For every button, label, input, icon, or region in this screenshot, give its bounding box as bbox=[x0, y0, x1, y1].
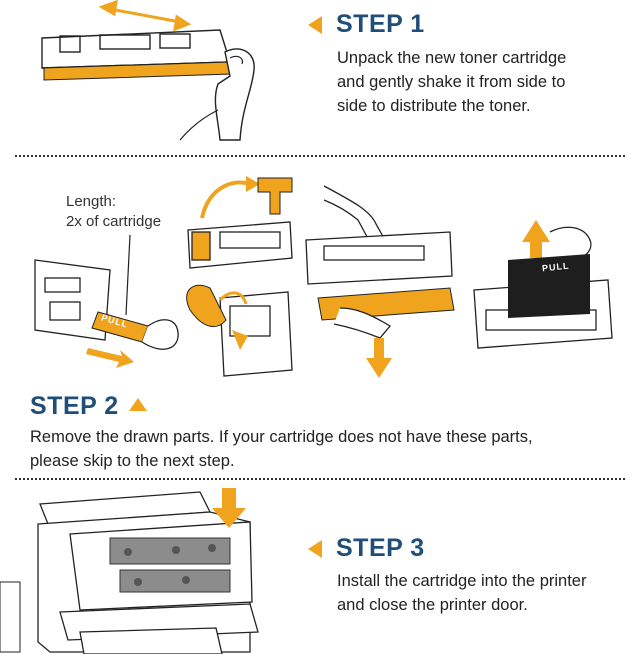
step2-line: Remove the drawn parts. If your cartridg… bbox=[30, 428, 533, 446]
step1-illustration bbox=[30, 0, 290, 150]
arrow-down-icon bbox=[366, 338, 392, 378]
arrow-up-icon bbox=[522, 220, 550, 258]
step2-illustration-bottom-cover bbox=[300, 180, 460, 380]
step1-title: STEP 1 bbox=[336, 10, 425, 38]
step2-instructions: Remove the drawn parts. If your cartridg… bbox=[30, 425, 635, 473]
step1-line: Unpack the new toner cartridge bbox=[337, 49, 567, 67]
step2-title: STEP 2 bbox=[30, 392, 119, 420]
shake-arrow-icon bbox=[98, 0, 192, 32]
step3-line: and close the printer door. bbox=[337, 596, 528, 614]
step1-instructions: Unpack the new toner cartridge and gentl… bbox=[337, 46, 637, 118]
step3-heading: STEP 3 bbox=[308, 534, 425, 563]
arrow-left-icon bbox=[308, 15, 322, 34]
step2-illustration-pull-tab bbox=[30, 230, 190, 375]
arrow-left-icon bbox=[308, 539, 322, 558]
step1-heading: STEP 1 bbox=[308, 10, 425, 39]
step1-line: and gently shake it from side to bbox=[337, 73, 566, 91]
step3-title: STEP 3 bbox=[336, 534, 425, 562]
section-divider bbox=[15, 478, 625, 480]
step3-line: Install the cartridge into the printer bbox=[337, 572, 587, 590]
length-label-line: Length: bbox=[66, 193, 117, 210]
step3-illustration-printer bbox=[0, 482, 290, 654]
section-divider bbox=[15, 155, 625, 157]
step2-illustration-side-parts bbox=[180, 170, 300, 380]
step3-instructions: Install the cartridge into the printer a… bbox=[337, 569, 637, 617]
length-label-line: 2x of cartridge bbox=[66, 213, 162, 230]
step2-heading: STEP 2 bbox=[30, 392, 147, 421]
step2-line: please skip to the next step. bbox=[30, 452, 235, 470]
arrow-right-icon bbox=[86, 348, 134, 368]
arrow-up-icon bbox=[128, 398, 147, 411]
arrow-curve-icon bbox=[246, 176, 260, 192]
step1-line: side to distribute the toner. bbox=[337, 97, 531, 115]
length-label: Length: 2x of cartridge bbox=[66, 192, 161, 232]
step2-illustration-seal-sheet bbox=[466, 210, 626, 360]
arrow-down-icon bbox=[212, 488, 246, 528]
